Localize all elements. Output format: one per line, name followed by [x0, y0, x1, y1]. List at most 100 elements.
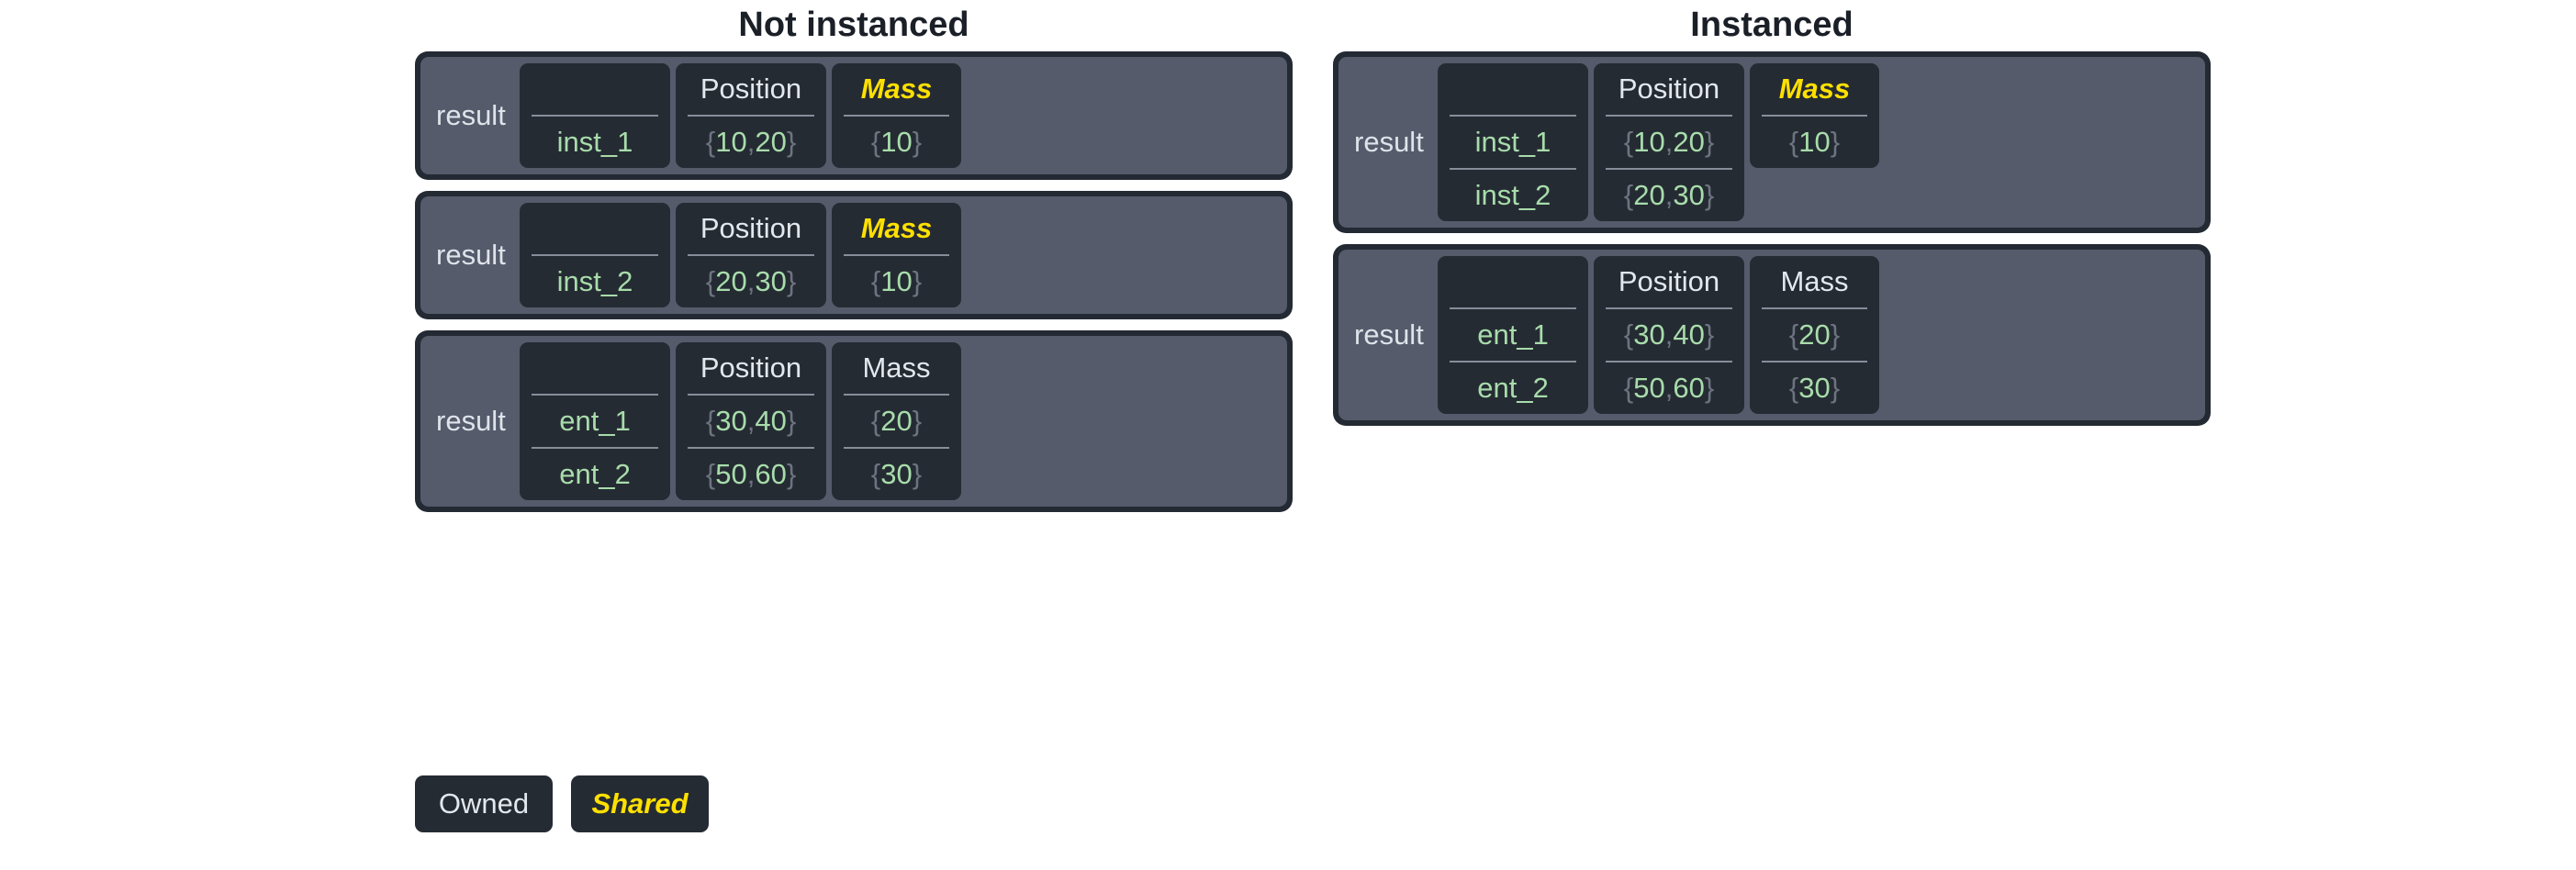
- legend: Owned Shared: [415, 775, 709, 832]
- column-separator: [844, 254, 949, 256]
- column-separator: [1762, 307, 1867, 309]
- column-separator: [1606, 361, 1732, 362]
- result-label: result: [1354, 318, 1424, 351]
- column-separator: [688, 254, 814, 256]
- column-separator: [532, 254, 658, 256]
- column-header: [532, 203, 658, 254]
- column-header: Mass: [1780, 265, 1849, 297]
- column-separator: [1762, 115, 1867, 117]
- group-title-not-instanced: Not instanced: [738, 6, 969, 44]
- column-header: Position: [700, 72, 802, 105]
- column-separator: [688, 115, 814, 117]
- column-header: Position: [1618, 265, 1720, 297]
- result-label: result: [436, 405, 506, 437]
- column-header: [1450, 256, 1576, 307]
- column-separator: [532, 447, 658, 449]
- column-separator: [844, 115, 949, 117]
- column-separator: [1450, 361, 1576, 362]
- column-header: Position: [700, 212, 802, 244]
- column-header: [1450, 63, 1576, 115]
- column-separator: [688, 394, 814, 396]
- column-separator: [1450, 307, 1576, 309]
- column-separator: [844, 394, 949, 396]
- column-header: Position: [700, 351, 802, 384]
- column-separator: [1606, 168, 1732, 170]
- column-separator: [1450, 168, 1576, 170]
- column-separator: [844, 447, 949, 449]
- column-header: [532, 63, 658, 115]
- group-title-instanced: Instanced: [1690, 6, 1854, 44]
- column-separator: [1606, 307, 1732, 309]
- result-label: result: [436, 239, 506, 271]
- column-separator: [1606, 115, 1732, 117]
- result-label: result: [436, 99, 506, 131]
- result-label: result: [1354, 126, 1424, 158]
- column-separator: [532, 115, 658, 117]
- column-header: Mass: [860, 72, 933, 105]
- column-separator: [532, 394, 658, 396]
- column-header: Mass: [860, 212, 933, 244]
- legend-chip-shared: Shared: [571, 775, 709, 832]
- column-header: Position: [1618, 72, 1720, 105]
- column-separator: [688, 447, 814, 449]
- column-separator: [1762, 361, 1867, 362]
- column-header: Mass: [862, 351, 931, 384]
- column-header: Mass: [1778, 72, 1851, 105]
- column-header: [532, 342, 658, 394]
- column-separator: [1450, 115, 1576, 117]
